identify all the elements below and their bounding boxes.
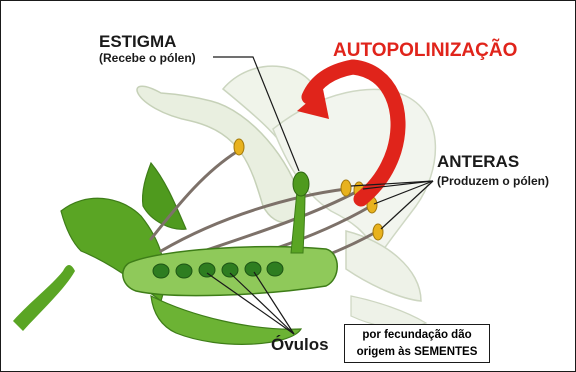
ovule	[222, 263, 238, 277]
anther	[234, 139, 244, 155]
anthers-subtitle: (Produzem o pólen)	[437, 175, 549, 188]
anthers-title: ANTERAS	[437, 153, 519, 172]
stem	[13, 265, 75, 331]
self-pollination-label: AUTOPOLINIZAÇÃO	[333, 41, 517, 62]
anther	[373, 224, 383, 240]
anther	[341, 180, 351, 196]
stigma-title: ESTIGMA	[99, 33, 176, 52]
seeds-note-box: por fecundação dão origem às SEMENTES	[344, 324, 490, 363]
stigma-subtitle: (Recebe o pólen)	[99, 52, 196, 65]
ovule	[176, 264, 192, 278]
seeds-note-line2: origem às SEMENTES	[345, 344, 489, 361]
ovule	[153, 264, 169, 278]
seeds-note-line1: por fecundação dão	[345, 327, 489, 344]
ovule	[199, 263, 215, 277]
stigma-head	[293, 172, 309, 196]
ovule	[245, 262, 261, 276]
ovule	[267, 262, 283, 276]
ovules-label: Óvulos	[271, 336, 329, 355]
sepal-upper	[143, 163, 186, 229]
